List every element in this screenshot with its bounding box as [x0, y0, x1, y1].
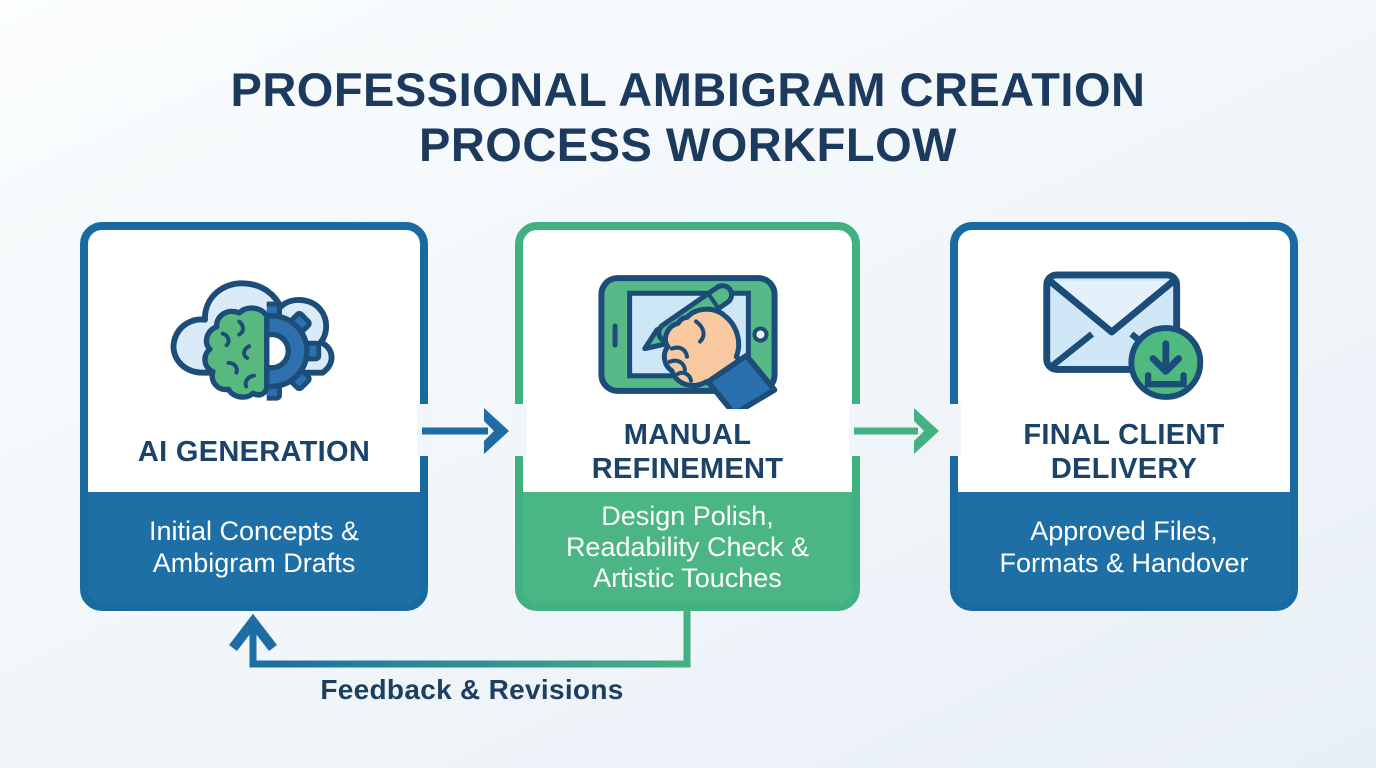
border-gap — [849, 404, 863, 456]
step-subtitle: Initial Concepts & Ambigram Drafts — [88, 492, 420, 603]
feedback-arrow — [229, 608, 691, 668]
feedback-label: Feedback & Revisions — [320, 674, 624, 705]
step-card-ai-generation: AI GENERATION Initial Concepts & Ambigra… — [80, 222, 428, 611]
step-subtitle: Approved Files, Formats & Handover — [958, 492, 1290, 603]
tablet-hand-pen-icon — [523, 250, 852, 412]
border-gap — [947, 404, 961, 456]
step-subtitle: Design Polish, Readability Check & Artis… — [523, 492, 852, 603]
step-title: FINAL CLIENT DELIVERY — [1023, 418, 1225, 485]
border-gap — [417, 404, 431, 456]
page-title: PROFESSIONAL AMBIGRAM CREATION PROCESS W… — [230, 63, 1146, 172]
step-title: MANUAL REFINEMENT — [591, 418, 784, 485]
step-title: AI GENERATION — [137, 435, 371, 468]
step-card-final-client-delivery: FINAL CLIENT DELIVERY Approved Files, Fo… — [950, 222, 1298, 611]
envelope-download-icon — [958, 250, 1290, 412]
cloud-brain-gear-icon — [88, 250, 420, 412]
arrow-step1-to-step2 — [422, 408, 509, 454]
step-card-manual-refinement: MANUAL REFINEMENT Design Polish, Readabi… — [515, 222, 860, 611]
border-gap — [513, 404, 527, 456]
arrow-step2-to-step3 — [854, 408, 939, 454]
